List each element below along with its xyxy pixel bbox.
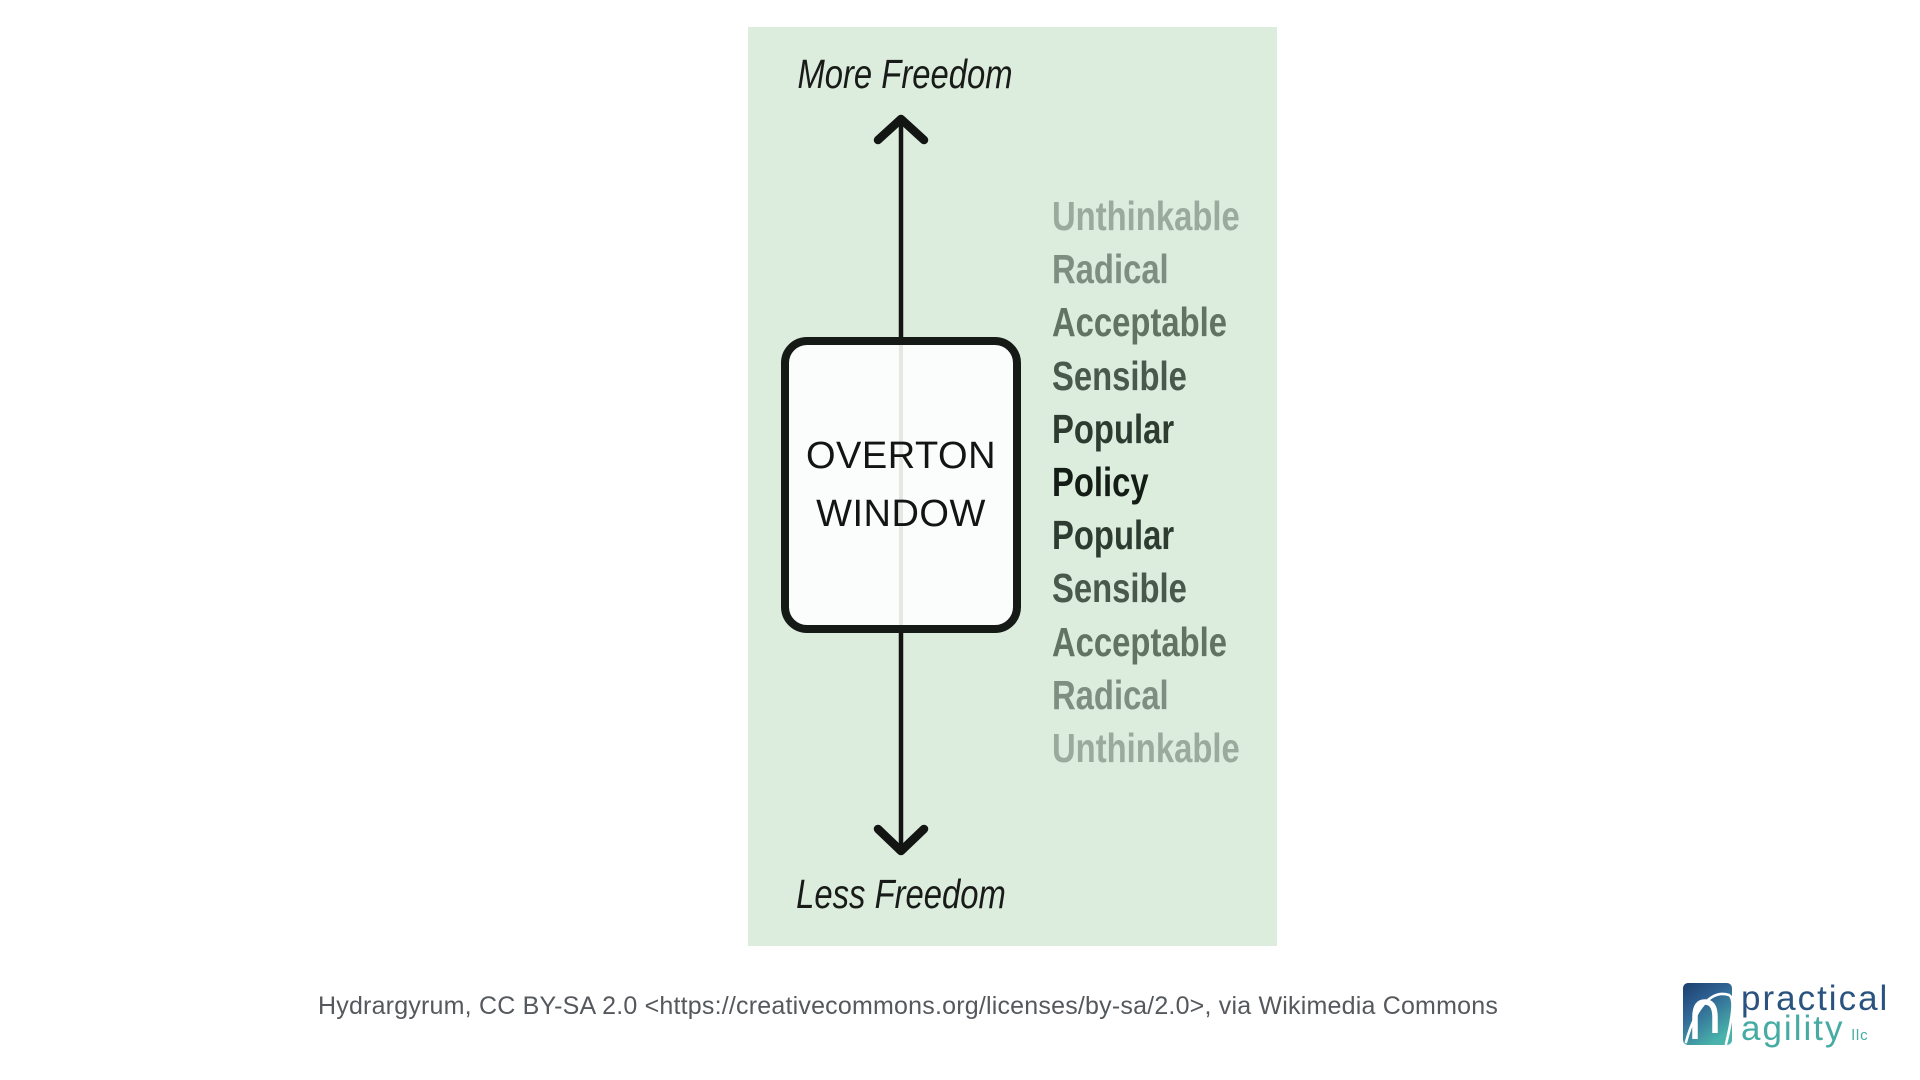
scale-word: Policy — [1052, 459, 1149, 506]
scale-word: Popular — [1052, 405, 1175, 452]
scale-word: Unthinkable — [1052, 725, 1240, 772]
scale-word: Radical — [1052, 671, 1169, 718]
scale-word: Popular — [1052, 512, 1175, 559]
logo-mark-icon — [1683, 983, 1732, 1045]
less-freedom-label: Less Freedom — [796, 871, 1006, 917]
arrow-down-icon — [873, 824, 929, 856]
more-freedom-label: More Freedom — [797, 51, 1013, 97]
practical-agility-logo: practical agility llc — [1683, 979, 1890, 1051]
scale-word: Acceptable — [1052, 299, 1228, 346]
overton-window-title: OVERTON WINDOW — [789, 345, 1013, 625]
logo-suffix-llc: llc — [1851, 1027, 1869, 1044]
overton-window-title-line2: WINDOW — [816, 493, 986, 535]
logo-word-agility: agility — [1741, 1009, 1845, 1048]
scale-word: Acceptable — [1052, 618, 1228, 665]
scale-word: Unthinkable — [1052, 193, 1240, 239]
overton-window-title-line1: OVERTON — [805, 435, 997, 477]
scale-word: Radical — [1052, 246, 1169, 293]
attribution-text: Hydrargyrum, CC BY-SA 2.0 <https://creat… — [318, 992, 1499, 1020]
arrow-up-icon — [873, 114, 929, 145]
logo-word-practical: practical — [1741, 979, 1890, 1018]
scale-word: Sensible — [1052, 352, 1187, 399]
overton-window-box: OVERTON WINDOW — [781, 337, 1021, 633]
logo-wordmark: practical agility llc — [1741, 979, 1890, 1051]
axis-line-through-box — [899, 345, 903, 625]
scale-word: Sensible — [1052, 565, 1187, 612]
